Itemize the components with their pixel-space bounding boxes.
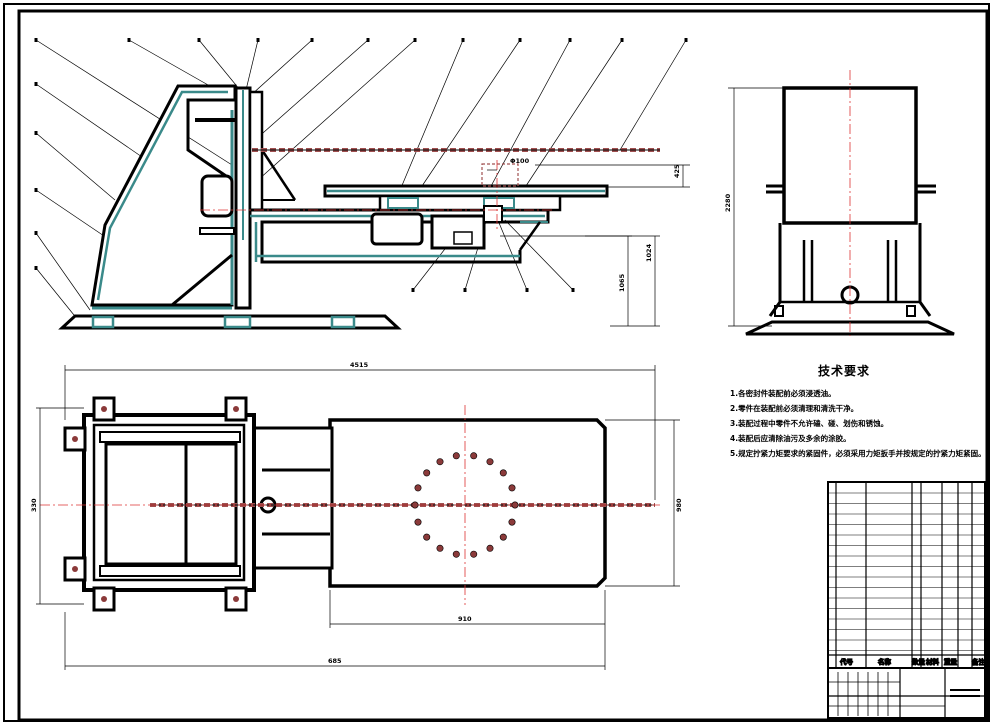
dim-side-height-b: 1024 <box>645 243 653 262</box>
dim-plan-total-top: 4515 <box>350 361 369 369</box>
dim-plan-width-right: 980 <box>675 498 683 512</box>
dim-plan-table-len: 910 <box>458 615 472 623</box>
bolt-hole <box>414 484 422 492</box>
bolt-hole <box>508 518 516 526</box>
bolt-hole <box>499 469 507 477</box>
bolt-hole <box>499 533 507 541</box>
col-name-header: 名称 <box>878 657 892 666</box>
bolt-hole <box>486 458 494 466</box>
bolt-hole <box>486 544 494 552</box>
bolt-hole <box>436 544 444 552</box>
dim-plan-total-bottom: 685 <box>328 657 342 665</box>
dimension-labels: 425 Φ100 1024 1065 2280 4515 330 980 910… <box>30 157 732 665</box>
title-block: 代号 名称 数量 材料 重量 备注 <box>827 481 986 719</box>
bolt-hole <box>411 501 419 509</box>
tech-req-item-5: 5.规定拧紧力矩要求的紧固件，必须采用力矩扳手并按规定的拧紧力矩紧固。 <box>730 449 986 458</box>
technical-requirements-title: 技术要求 <box>818 364 871 378</box>
plan-view <box>36 365 680 670</box>
col-qty-header: 数量 <box>912 657 926 666</box>
motor-lower <box>370 212 424 246</box>
tech-req-item-1: 1.各密封件装配前必须浸透油。 <box>730 389 836 398</box>
bolt-circle <box>411 452 519 558</box>
bolt-hole <box>508 484 516 492</box>
dim-side-height-a: 1065 <box>618 273 626 292</box>
col-material-header: 材料 <box>925 657 940 666</box>
col-code-header: 代号 <box>839 657 854 666</box>
technical-requirements-list: 1.各密封件装配前必须浸透油。 2.零件在装配前必须清理和清洗干净。 3.装配过… <box>730 386 986 461</box>
bolt-hole <box>436 458 444 466</box>
bolt-hole <box>452 452 460 460</box>
tech-req-item-3: 3.装配过程中零件不允许磕、碰、划伤和锈蚀。 <box>730 419 889 428</box>
col-note-header: 备注 <box>971 657 986 666</box>
bolt-hole <box>452 550 460 558</box>
bolt-hole <box>470 452 478 460</box>
end-dimensions <box>728 87 784 327</box>
bolt-hole <box>423 533 431 541</box>
parts-list-rows <box>828 492 985 651</box>
bolt-hole <box>470 550 478 558</box>
col-weight-header: 重量 <box>944 657 958 666</box>
dim-end-height: 2280 <box>724 193 732 212</box>
side-view <box>34 38 690 330</box>
dim-side-small: 425 <box>673 164 681 178</box>
inner-frame <box>17 9 989 722</box>
bolt-hole <box>414 518 422 526</box>
plan-dimensions <box>36 365 680 670</box>
dim-plan-width-left: 330 <box>30 498 38 512</box>
end-view <box>728 70 955 336</box>
tech-req-item-2: 2.零件在装配前必须清理和清洗干净。 <box>730 404 859 413</box>
side-dimensions <box>487 164 690 327</box>
motor-left <box>200 174 234 218</box>
bolt-hole <box>511 501 519 509</box>
balloon-ticks <box>34 38 688 292</box>
tech-req-item-4: 4.装配后应清除油污及多余的涂胶。 <box>730 434 851 443</box>
dim-side-gap: Φ100 <box>510 157 530 165</box>
bolt-hole <box>423 469 431 477</box>
